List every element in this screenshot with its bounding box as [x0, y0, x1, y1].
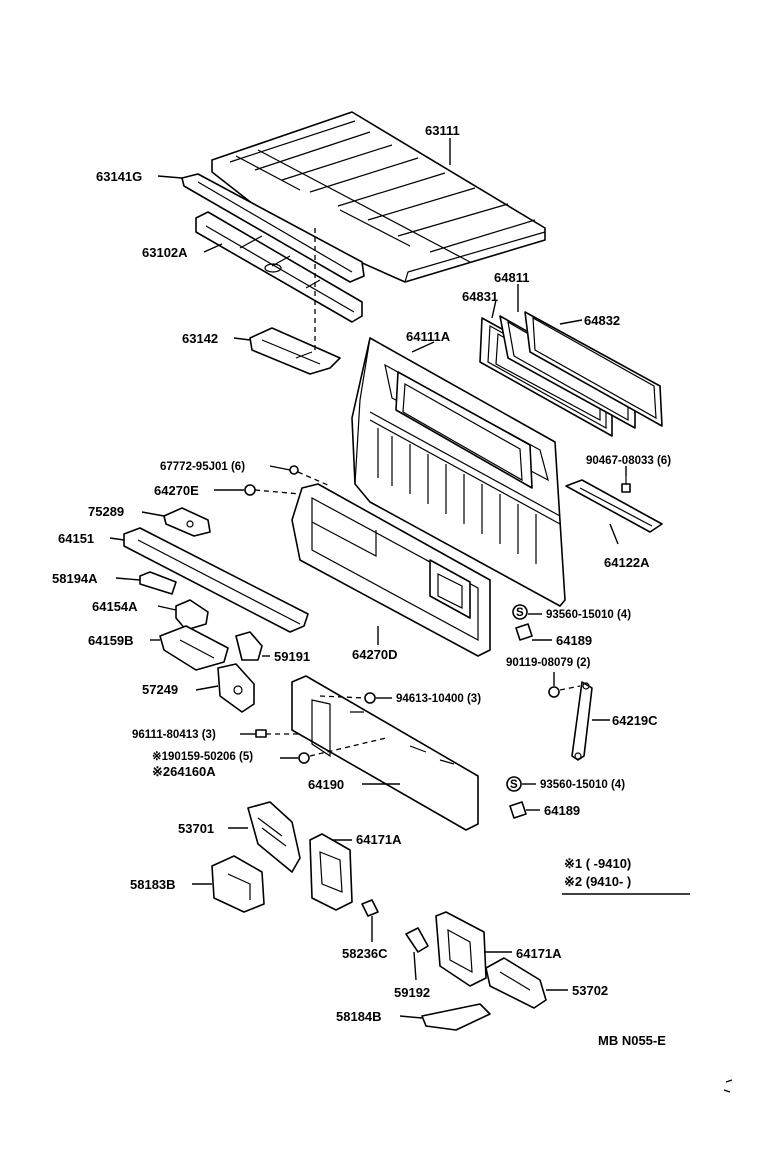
label-64811: 64811 [494, 270, 529, 285]
label-63111: 63111 [425, 123, 460, 138]
header-panel-drawing [195, 211, 363, 323]
label-58236c: 58236C [342, 946, 388, 961]
leader-lines [109, 138, 690, 1019]
block-59191-drawing [235, 631, 263, 661]
label-59191: 59191 [274, 649, 310, 664]
label-58183b: 58183B [130, 877, 176, 892]
lower-back-panel-drawing [291, 483, 491, 657]
bracket-64159b-drawing [159, 625, 229, 671]
label-64122a: 64122A [604, 555, 650, 570]
label-64189-a: 64189 [556, 633, 592, 648]
label-67772: 67772-95J01 (6) [160, 461, 245, 473]
clip-90467-drawing [621, 476, 631, 493]
stray-mark [723, 1079, 733, 1093]
bracket-64154a-drawing [175, 599, 209, 631]
label-63141g: 63141G [96, 169, 142, 184]
s-mark-93560-b: S [506, 776, 522, 792]
label-90467: 90467-08033 (6) [586, 455, 671, 467]
roof-panel-drawing [211, 111, 546, 283]
label-59192: 59192 [394, 985, 430, 1000]
roof-rail-drawing [181, 173, 365, 283]
roof-bracket-drawing [249, 327, 341, 375]
tailgate-panel-drawing [291, 675, 479, 831]
clip-58236c-drawing [361, 899, 379, 917]
legend-row-2: ※2 (9410- ) [564, 874, 631, 889]
label-64831: 64831 [462, 289, 498, 304]
screw-64270e-drawing [244, 465, 331, 496]
label-64160a: ※264160A [152, 764, 216, 779]
label-90159: ※190159-50206 (5) [152, 750, 253, 763]
clip-64189-a-drawing [515, 623, 533, 641]
s-mark-label: S [516, 607, 524, 619]
label-53702: 53702 [572, 983, 608, 998]
label-64832: 64832 [584, 313, 620, 328]
reinforcement-drawing [565, 479, 663, 533]
bracket-58183b-drawing [211, 855, 265, 913]
clip-64189-b-drawing [509, 801, 527, 819]
back-panel-drawing [351, 337, 566, 607]
diagram-code: MB N055-E [598, 1033, 666, 1048]
s-mark-label: S [510, 779, 518, 791]
bracket-58184b-drawing [421, 1003, 491, 1031]
back-glass-outer-drawing [524, 311, 663, 427]
plate-58194a-drawing [139, 571, 177, 595]
label-58194a: 58194A [52, 571, 98, 586]
cable-64219c-drawing [571, 681, 593, 761]
label-64159b: 64159B [88, 633, 134, 648]
label-75289: 75289 [88, 504, 124, 519]
block-59192-drawing [405, 927, 429, 953]
hinge-53701-drawing [247, 801, 301, 873]
label-64189-b: 64189 [544, 803, 580, 818]
crossmember-drawing [123, 527, 309, 633]
nut-94613-drawing [319, 692, 376, 704]
bracket-64171a-1-drawing [309, 833, 353, 911]
label-93560-a: 93560-15010 (4) [546, 609, 631, 621]
bracket-75289-drawing [163, 507, 211, 537]
label-93560-b: 93560-15010 (4) [540, 779, 625, 791]
label-53701: 53701 [178, 821, 214, 836]
s-mark-93560-a: S [512, 604, 528, 620]
label-64190: 64190 [308, 777, 344, 792]
bolt-90119-drawing [548, 685, 581, 698]
hinge-53702-drawing [485, 957, 547, 1009]
label-57249: 57249 [142, 682, 178, 697]
label-64171a-1: 64171A [356, 832, 402, 847]
label-64151: 64151 [58, 531, 94, 546]
bracket-57249-drawing [217, 663, 255, 713]
label-64219c: 64219C [612, 713, 658, 728]
label-64270e: 64270E [154, 483, 199, 498]
label-64171a-2: 64171A [516, 946, 562, 961]
screw-90159-drawing [298, 737, 387, 764]
label-63102a: 63102A [142, 245, 188, 260]
bracket-64171a-2-drawing [435, 911, 487, 987]
label-63142: 63142 [182, 331, 218, 346]
label-64270d: 64270D [352, 647, 398, 662]
label-90119: 90119-08079 (2) [506, 657, 591, 669]
label-96111: 96111-80413 (3) [132, 729, 216, 741]
label-64154a: 64154A [92, 599, 138, 614]
label-64111a: 64111A [406, 329, 451, 344]
legend-row-1: ※1 ( -9410) [564, 856, 631, 871]
label-94613: 94613-10400 (3) [396, 693, 481, 705]
label-58184b: 58184B [336, 1009, 382, 1024]
